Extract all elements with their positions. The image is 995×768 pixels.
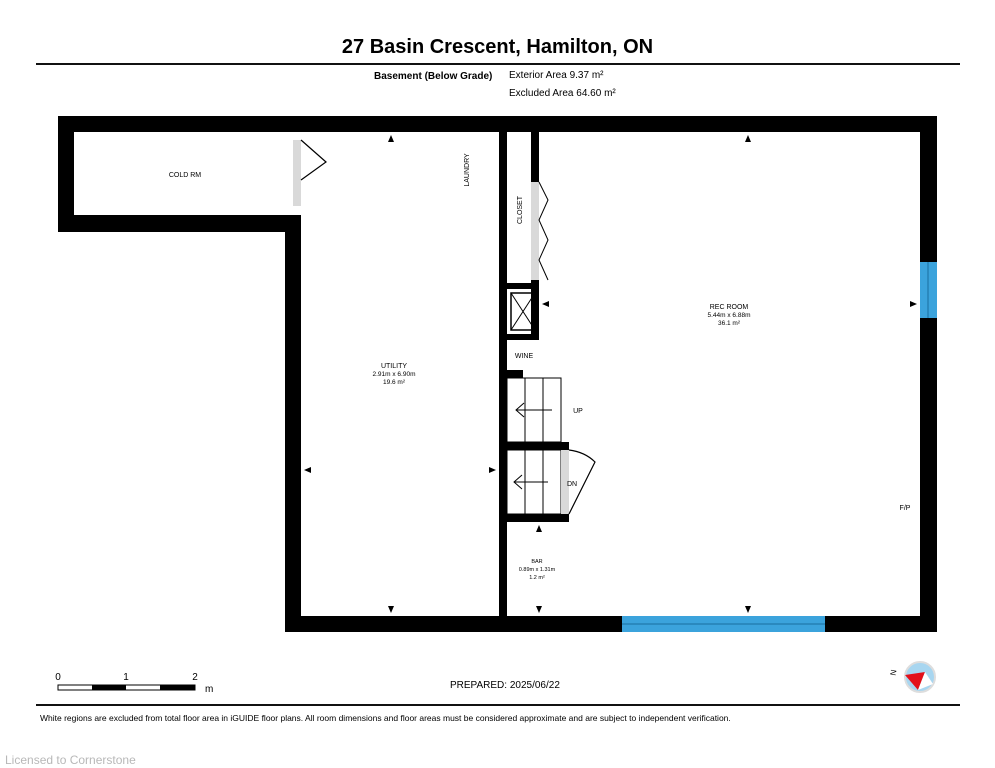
svg-text:m: m: [205, 684, 213, 695]
title-divider: [36, 63, 960, 65]
exterior-area: Exterior Area 9.37 m²: [509, 70, 604, 81]
bar-dims: 0.89m x 1.31m: [519, 567, 556, 573]
scale-bar: 0 1 2 m: [55, 672, 213, 695]
stairs-up: [506, 377, 562, 443]
fireplace-label: F/P: [900, 505, 911, 512]
stair-door: [561, 450, 569, 514]
wine-cabinet: [510, 292, 536, 331]
walls: [58, 116, 937, 632]
prepared-date: PREPARED: 2025/06/22: [450, 680, 560, 691]
dimension-markers: [304, 135, 917, 613]
svg-text:2: 2: [192, 672, 198, 683]
footer-divider: [36, 704, 960, 706]
compass-icon: N: [889, 661, 936, 693]
svg-text:1: 1: [123, 672, 129, 683]
svg-text:0: 0: [55, 672, 61, 683]
stairs-down: [506, 449, 562, 515]
room-label-closet: CLOSET: [517, 195, 524, 224]
rec-room-dims: 5.44m x 6.88m: [708, 312, 751, 319]
license-watermark: Licensed to Cornerstone: [5, 753, 136, 767]
disclaimer: White regions are excluded from total fl…: [40, 713, 731, 723]
room-label-laundry: LAUNDRY: [464, 153, 471, 187]
bar-area: 1.2 m²: [529, 575, 545, 581]
svg-text:N: N: [889, 669, 899, 676]
excluded-area: Excluded Area 64.60 m²: [509, 88, 616, 99]
cold-room-door: [293, 140, 301, 206]
room-label-wine: WINE: [515, 353, 534, 360]
bar-name: BAR: [531, 559, 542, 565]
rec-room-name: REC ROOM: [710, 304, 749, 311]
stairs-up-label: UP: [573, 408, 583, 415]
room-utility: UTILITY 2.91m x 6.90m 19.6 m²: [373, 363, 416, 386]
rec-room-area: 36.1 m²: [718, 320, 741, 327]
plan-title: 27 Basin Crescent, Hamilton, ON: [341, 36, 654, 58]
room-label-cold-rm: COLD RM: [169, 172, 201, 179]
room-rec-room: REC ROOM 5.44m x 6.88m 36.1 m²: [708, 304, 751, 327]
utility-dims: 2.91m x 6.90m: [373, 371, 416, 378]
room-bar: BAR 0.89m x 1.31m 1.2 m²: [519, 559, 556, 581]
utility-name: UTILITY: [381, 363, 407, 370]
closet-door: [531, 182, 539, 280]
level-label: Basement (Below Grade): [374, 71, 493, 82]
utility-area: 19.6 m²: [383, 379, 406, 386]
stairs-down-label: DN: [567, 481, 577, 488]
